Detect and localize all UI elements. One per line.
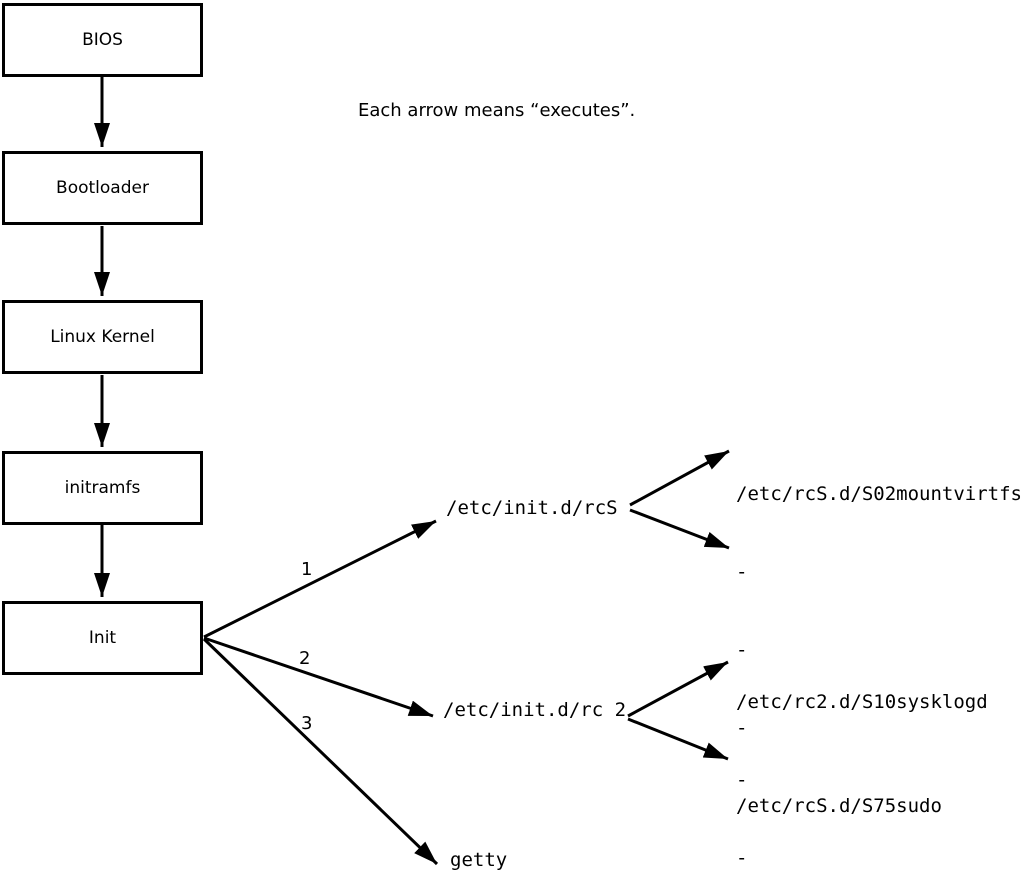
- branch-getty-label: getty: [450, 849, 508, 871]
- rc2-target-s10sysklogd: /etc/rc2.d/S10sysklogd: [736, 691, 988, 713]
- box-initramfs-label: initramfs: [64, 477, 141, 498]
- rcs-target-list: /etc/rcS.d/S02mountvirtfs - - - /etc/rcS…: [736, 429, 1022, 871]
- rcs-target-ellipsis-dash: -: [736, 639, 748, 661]
- branch-2-number: 2: [299, 648, 311, 669]
- rcs-target-s75sudo: /etc/rcS.d/S75sudo: [736, 795, 942, 817]
- rc2-target-list: /etc/rc2.d/S10sysklogd - - - /etc/rc2.d/…: [736, 637, 988, 875]
- box-init: Init: [2, 601, 203, 675]
- rc2-target-ellipsis-dash: -: [736, 847, 748, 869]
- arrow-rcs-to-s75sudo: [629, 508, 730, 550]
- rcs-target-s02mountvirtfs: /etc/rcS.d/S02mountvirtfs: [736, 483, 1022, 505]
- arrow-rcs-to-s02mountvirtfs: [629, 449, 730, 507]
- rc2-target-ellipsis-dash: -: [736, 769, 748, 791]
- rcs-target-ellipsis-dash: -: [736, 717, 748, 739]
- arrow-rc2-to-s10sysklogd: [627, 660, 729, 718]
- box-linux-kernel: Linux Kernel: [2, 300, 203, 374]
- box-bootloader-label: Bootloader: [56, 177, 149, 198]
- branch-3-number: 3: [301, 713, 313, 734]
- box-initramfs: initramfs: [2, 451, 203, 525]
- rcs-target-ellipsis-dash: -: [736, 561, 748, 583]
- arrow-init-to-rc2: [203, 636, 434, 718]
- box-bios-label: BIOS: [82, 29, 123, 50]
- branch-rc2-label: /etc/init.d/rc 2: [443, 699, 627, 721]
- box-init-label: Init: [88, 627, 117, 648]
- branch-rcs-label: /etc/init.d/rcS: [446, 497, 618, 519]
- box-bios: BIOS: [2, 3, 203, 77]
- arrow-init-to-rcs: [203, 519, 437, 639]
- arrow-init-to-getty: [202, 637, 439, 866]
- box-bootloader: Bootloader: [2, 151, 203, 225]
- arrow-rc2-to-s99gdm: [627, 717, 729, 761]
- legend-note: Each arrow means “executes”.: [358, 100, 636, 121]
- branch-1-number: 1: [301, 559, 313, 580]
- box-linux-kernel-label: Linux Kernel: [50, 326, 155, 347]
